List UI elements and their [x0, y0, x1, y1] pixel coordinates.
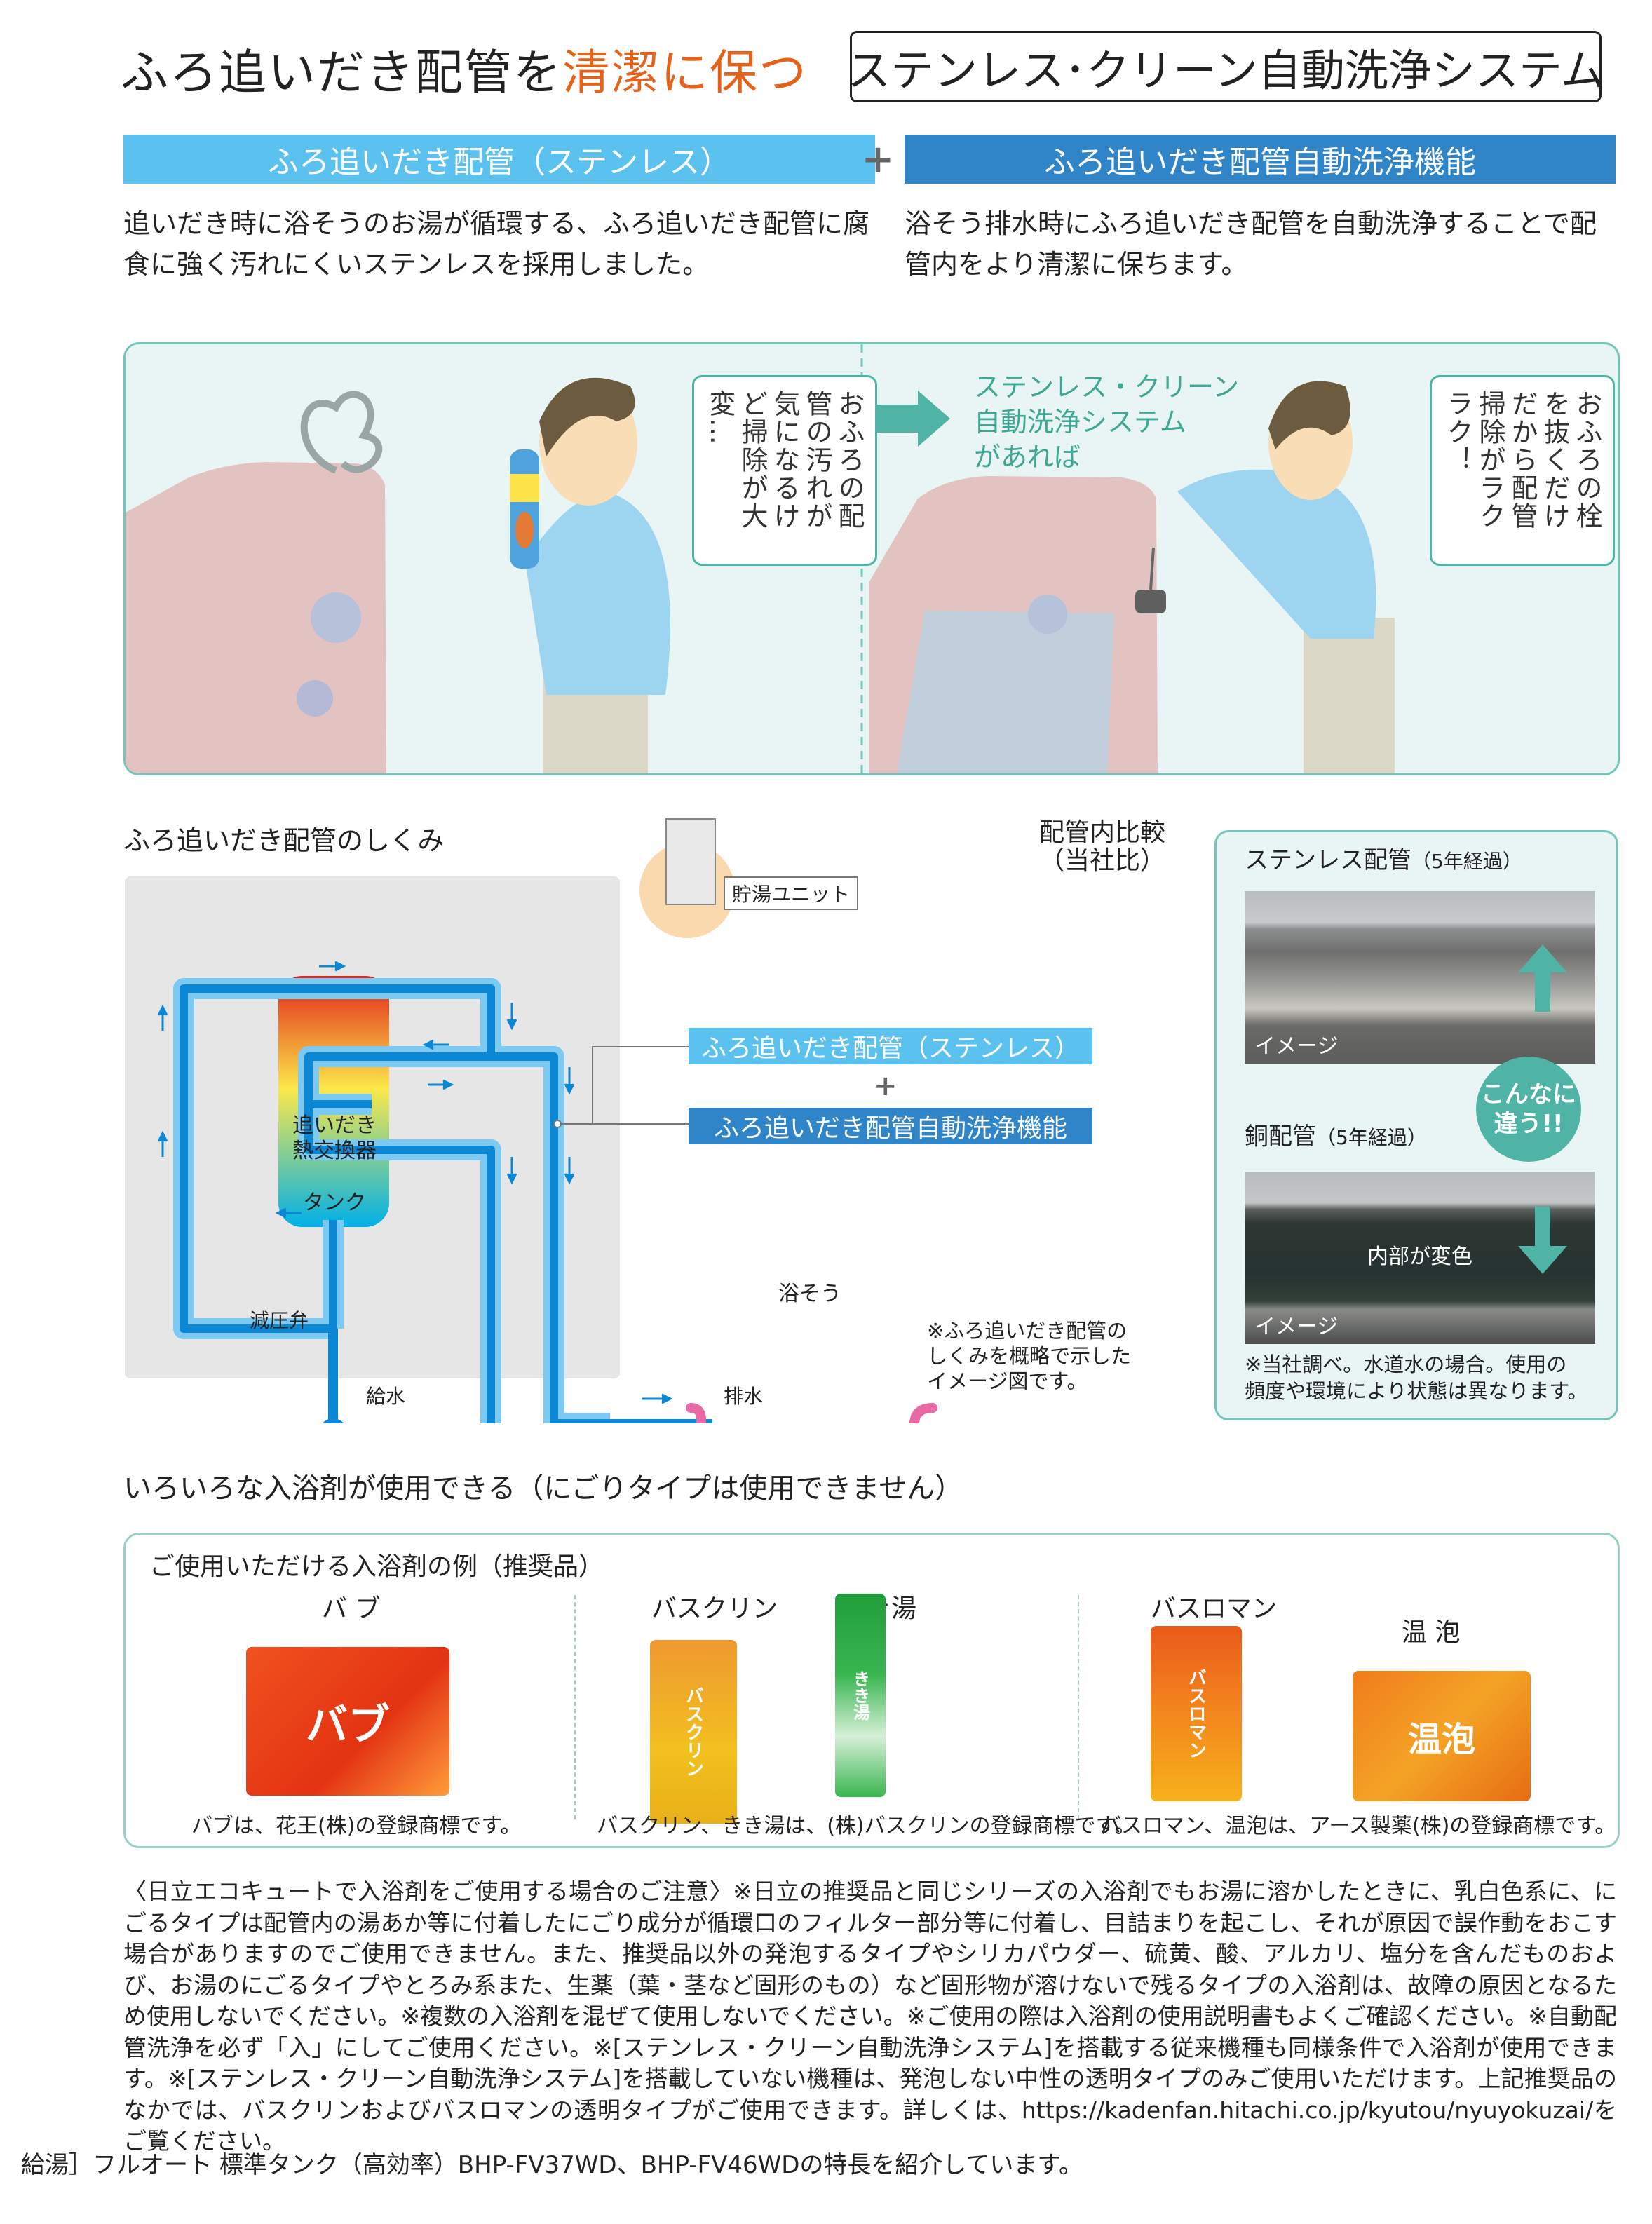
legend-plus-icon: +: [874, 1070, 898, 1102]
title-highlight: 清潔に保つ: [562, 46, 808, 101]
drain-port-before: [311, 592, 361, 643]
scene-caption: ステンレス・クリーン 自動洗浄システム があれば: [974, 369, 1239, 475]
dirt-scribble-icon: [300, 391, 383, 474]
feature-band-autowash: ふろ追いだき配管自動洗浄機能: [905, 135, 1616, 184]
trademark-earth: バスロマン、温泡は、アース製薬(株)の登録商標です。: [1100, 1814, 1616, 1838]
man-after-hair: [1268, 381, 1350, 449]
illustration-panel: おふろの配管の汚れが気になるけど掃除が大変… ステンレス・クリーン 自動洗浄シス…: [123, 342, 1620, 775]
bathtub-label: 浴そう: [778, 1282, 841, 1306]
product-name-bathroman: バスロマン: [1151, 1594, 1278, 1623]
image-tag: イメージ: [1254, 1034, 1339, 1059]
product-image-kikiyu: きき湯: [835, 1594, 886, 1797]
product-image-onpo: 温泡: [1353, 1671, 1531, 1801]
diagram-note-line: イメージ図です。: [927, 1369, 1088, 1393]
system-name: ステンレス･クリーン自動洗浄システム: [846, 45, 1605, 96]
comparison-title-line: （当社比）: [1039, 846, 1166, 875]
stainless-years: （5年経過）: [1411, 850, 1522, 873]
comparison-title-line: 配管内比較: [1039, 818, 1166, 847]
product-name-onpo: 温 泡: [1402, 1618, 1461, 1647]
comparison-note: ※当社調べ。水道水の場合。使用の 頻度や環境により状態は異なります。: [1245, 1351, 1588, 1404]
drain-label: 排水: [724, 1385, 764, 1408]
drain-port-after: [1028, 595, 1067, 634]
copper-label: 銅配管: [1245, 1123, 1316, 1151]
system-name-box: ステンレス･クリーン自動洗浄システム: [846, 31, 1605, 102]
man-before-shirt: [525, 494, 670, 695]
additives-heading: いろいろな入浴剤が使用できる（にごりタイプは使用できません）: [123, 1472, 963, 1505]
speech-bubble-before: おふろの配管の汚れが気になるけど掃除が大変…: [692, 375, 877, 566]
comparison-note-line: 頻度や環境により状態は異なります。: [1245, 1379, 1588, 1403]
feature-description-autowash: 浴そう排水時にふろ追いだき配管を自動洗浄することで配管内をより清潔に保ちます。: [905, 208, 1597, 280]
legend-auto-wash: ふろ追いだき配管自動洗浄機能: [689, 1108, 1092, 1144]
heat-exchanger-line: 熱交換器: [292, 1139, 377, 1163]
title-prefix: ふろ追いだき配管を: [121, 46, 563, 101]
difference-badge: こんなに 違う!!: [1476, 1057, 1581, 1162]
divider: [574, 1595, 576, 1819]
right-arrow-icon: [858, 391, 950, 447]
feature-band-stainless: ふろ追いだき配管（ステンレス）: [123, 135, 875, 184]
footer-note: 給湯］フルオート 標準タンク（高効率）BHP-FV37WD、BHP-FV46WD…: [21, 2151, 1083, 2179]
comparison-title: 配管内比較 （当社比）: [1039, 819, 1165, 875]
scene-caption-line: があれば: [974, 442, 1081, 473]
tank-label: タンク: [303, 1191, 366, 1215]
feature-label-stainless: ふろ追いだき配管（ステンレス）: [268, 144, 731, 180]
trademark-bathclin: バスクリン、きき湯は、(株)バスクリンの登録商標です。: [597, 1814, 1136, 1838]
down-arrow-icon: [1518, 1207, 1567, 1274]
bath-pipes: [180, 984, 712, 1423]
usage-notice: 〈日立エコキュートで入浴剤をご使用する場合のご注意〉※日立の推奨品と同じシリーズ…: [123, 1878, 1617, 2155]
plus-icon: +: [861, 136, 895, 182]
drain-plug-before: [297, 680, 333, 717]
pressure-valve-icon: [322, 1418, 344, 1423]
comparison-note-line: ※当社調べ。水道水の場合。使用の: [1245, 1352, 1567, 1376]
scene-caption-line: ステンレス・クリーン: [974, 372, 1240, 402]
product-name-bub: バ ブ: [322, 1594, 381, 1623]
flow-arrows: [157, 961, 673, 1423]
feature-description-stainless: 追いだき時に浴そうのお湯が循環する、ふろ追いだき配管に腐食に強く汚れにくいステン…: [123, 208, 870, 280]
copper-heading: 銅配管（5年経過）: [1245, 1121, 1427, 1153]
diagram-note-line: しくみを概略で示した: [927, 1344, 1132, 1368]
man-after-legs: [1304, 618, 1395, 773]
valve-label: 減圧弁: [250, 1309, 309, 1332]
diagram-note: ※ふろ追いだき配管の しくみを概略で示した イメージ図です。: [927, 1318, 1131, 1394]
copper-years: （5年経過）: [1316, 1126, 1427, 1149]
heat-exchanger-label: 追いだき 熱交換器: [289, 1113, 380, 1164]
piping-diagram: [157, 818, 937, 1423]
storage-unit-icon: [665, 818, 716, 905]
bathtub-diagram: [686, 1403, 937, 1423]
leader-line: [557, 1046, 691, 1125]
cleaner-bottle-icon: [510, 449, 539, 569]
page-title: ふろ追いだき配管を清潔に保つ: [121, 34, 808, 103]
trademark-kao: バブは、花王(株)の登録商標です。: [191, 1814, 522, 1838]
stainless-heading: ステンレス配管（5年経過）: [1245, 845, 1522, 877]
comparison-arrows: [1518, 944, 1567, 1274]
water-supply-label: 給水: [366, 1385, 406, 1408]
diagram-title: ふろ追いだき配管のしくみ: [123, 825, 445, 856]
product-image-bathroman: バスロマン: [1151, 1626, 1242, 1801]
man-after-shirt: [1177, 469, 1376, 639]
illustration-art: [126, 344, 1395, 773]
image-tag: イメージ: [1254, 1315, 1339, 1339]
product-name-bathclin: バスクリン: [651, 1594, 778, 1623]
product-image-bub: バブ: [246, 1647, 449, 1796]
additives-box-title: ご使用いただける入浴剤の例（推奨品）: [149, 1552, 604, 1581]
diagram-note-line: ※ふろ追いだき配管の: [927, 1319, 1128, 1343]
speech-bubble-after: おふろの栓を抜くだけだから配管掃除がラクラク！: [1430, 375, 1615, 566]
stainless-label: ステンレス配管: [1245, 846, 1411, 874]
product-image-bathclin: バスクリン: [650, 1640, 737, 1824]
feature-label-autowash: ふろ追いだき配管自動洗浄機能: [1044, 144, 1476, 180]
man-before-hair: [539, 377, 635, 456]
badge-line: こんなに: [1481, 1080, 1576, 1108]
heat-exchanger-line: 追いだき: [292, 1113, 377, 1138]
storage-unit-label: 貯湯ユニット: [724, 876, 859, 910]
copper-overlay-text: 内部が変色: [1367, 1245, 1472, 1269]
bath-plug-icon: [1135, 590, 1166, 613]
legend-stainless-pipe: ふろ追いだき配管（ステンレス）: [689, 1028, 1092, 1064]
scene-caption-line: 自動洗浄システム: [974, 407, 1186, 438]
comparison-panel: ステンレス配管（5年経過） イメージ 銅配管（5年経過） 内部が変色 イメージ …: [1214, 830, 1618, 1420]
badge-line: 違う!!: [1494, 1110, 1564, 1138]
additives-panel: ご使用いただける入浴剤の例（推奨品） バ ブ バスクリン きき湯 バスロマン 温…: [123, 1533, 1620, 1848]
up-arrow-icon: [1518, 944, 1567, 1012]
bath-water: [897, 611, 1114, 773]
divider: [1078, 1595, 1079, 1819]
